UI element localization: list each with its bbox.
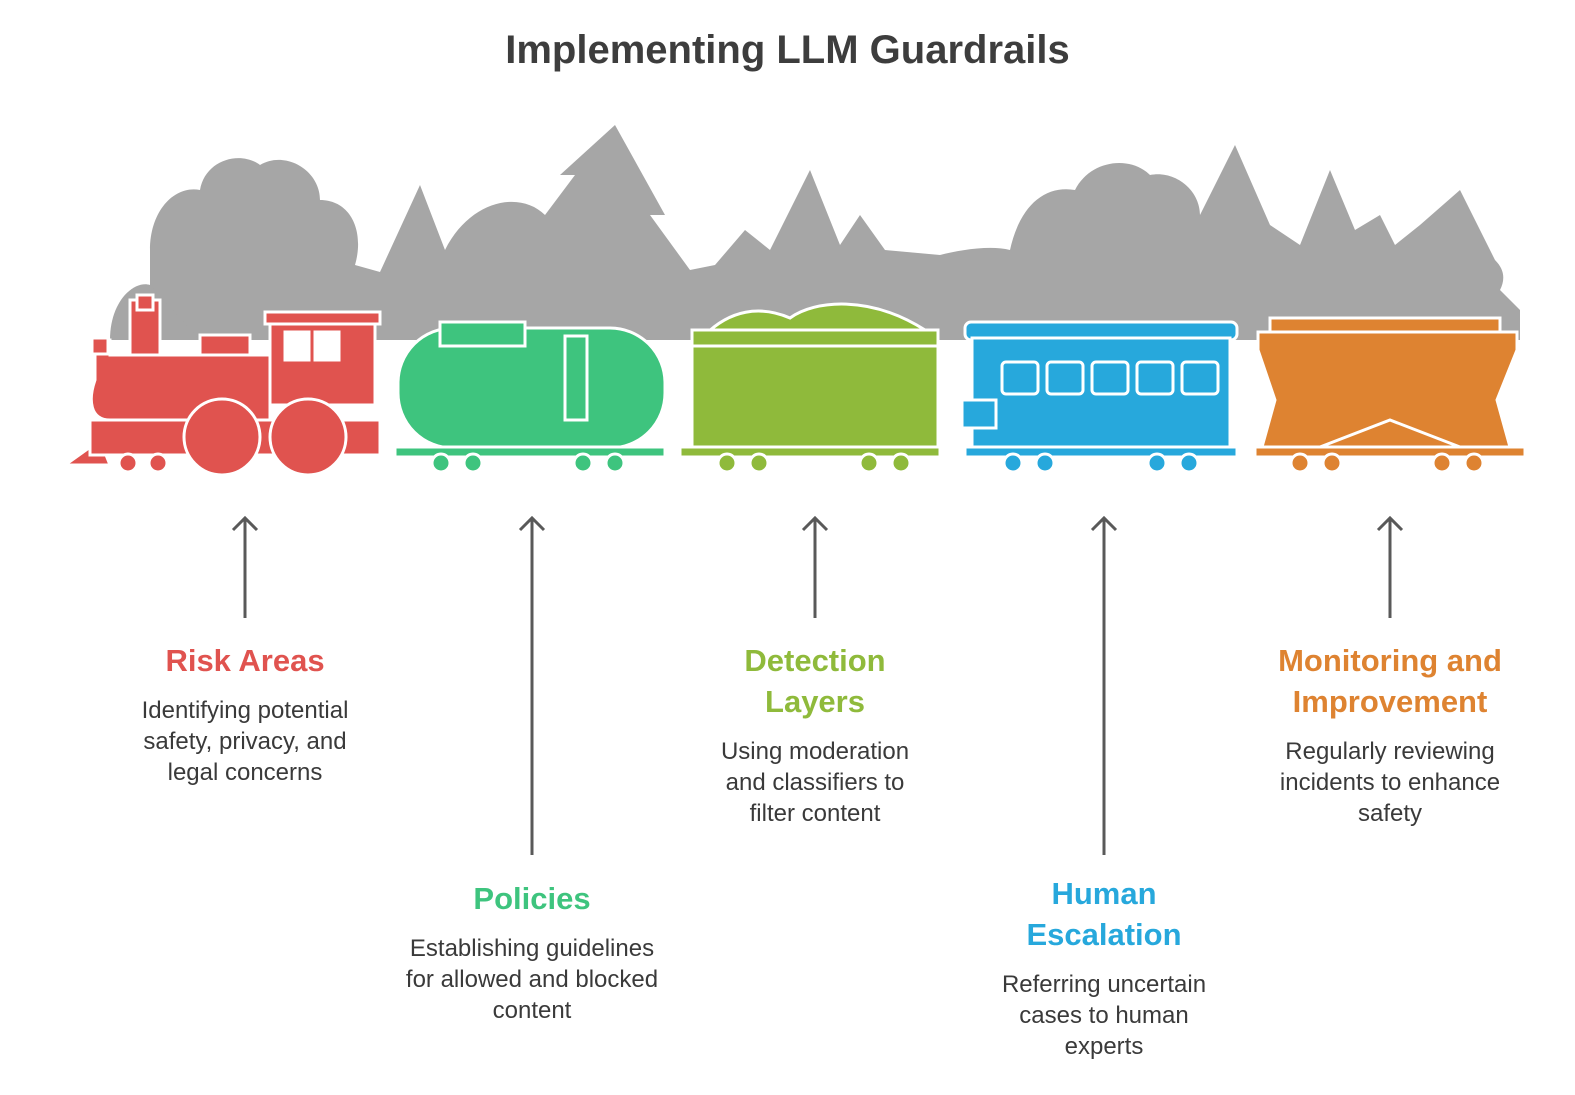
step-arrow: [231, 515, 259, 618]
step-title: Policies: [473, 881, 591, 916]
hopper-car-icon: [1253, 316, 1527, 474]
step-description: Establishing guidelines for allowed and …: [405, 935, 659, 1024]
passenger-car-icon: [960, 320, 1239, 474]
locomotive-icon: [60, 293, 382, 477]
step-title: Human Escalation: [1026, 876, 1182, 952]
step-arrow: [1090, 515, 1118, 855]
step-monitoring-and-improvement: Monitoring and Improvement Regularly rev…: [1260, 640, 1520, 829]
step-arrow: [801, 515, 829, 618]
step-policies: Policies Establishing guidelines for all…: [402, 878, 662, 1026]
step-title: Monitoring and Improvement: [1278, 643, 1502, 719]
tank-car-icon: [393, 320, 667, 474]
step-title: Detection Layers: [744, 643, 886, 719]
step-description: Regularly reviewing incidents to enhance…: [1279, 738, 1501, 827]
step-title: Risk Areas: [165, 643, 325, 678]
step-arrow: [1376, 515, 1404, 618]
arrows-layer: [231, 515, 1404, 855]
step-detection-layers: Detection Layers Using moderation and cl…: [700, 640, 930, 829]
step-description: Referring uncertain cases to human exper…: [1001, 971, 1207, 1060]
gondola-car-icon: [678, 302, 942, 474]
step-arrow: [518, 515, 546, 855]
step-description: Identifying potential safety, privacy, a…: [141, 697, 349, 786]
step-human-escalation: Human Escalation Referring uncertain cas…: [984, 873, 1224, 1062]
step-risk-areas: Risk Areas Identifying potential safety,…: [115, 640, 375, 788]
diagram-title: Implementing LLM Guardrails: [505, 28, 1070, 72]
step-description: Using moderation and classifiers to filt…: [720, 738, 910, 827]
